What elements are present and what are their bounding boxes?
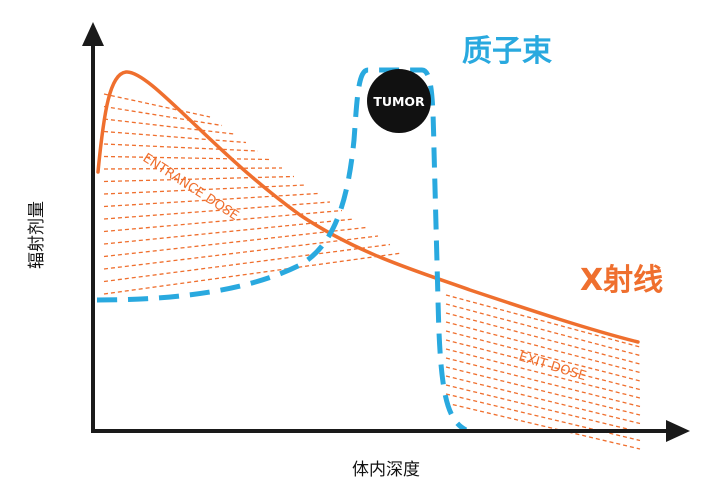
proton-dose-curve bbox=[96, 67, 468, 433]
xray-dose-curve bbox=[96, 70, 640, 344]
entrance-dose-hatching bbox=[103, 93, 403, 295]
hatch-line bbox=[103, 209, 343, 233]
hatch-line bbox=[445, 303, 641, 357]
hatch-line bbox=[445, 330, 641, 382]
hatch-line bbox=[445, 294, 641, 348]
hatch-line bbox=[103, 192, 319, 208]
hatch-line bbox=[445, 321, 641, 374]
hatch-line bbox=[103, 155, 271, 161]
hatch-line bbox=[103, 243, 391, 283]
hatch-line bbox=[103, 235, 379, 270]
xray-label: X射线 bbox=[580, 263, 664, 298]
hatch-line bbox=[445, 384, 641, 433]
hatch-line bbox=[445, 366, 641, 416]
hatch-line bbox=[103, 105, 223, 127]
hatch-line bbox=[445, 375, 641, 425]
hatch-line bbox=[445, 339, 641, 391]
hatch-line bbox=[103, 130, 247, 144]
hatch-line bbox=[445, 348, 641, 399]
proton-beam-label: 质子束 bbox=[462, 34, 552, 69]
hatch-line bbox=[103, 118, 235, 135]
hatch-line bbox=[103, 226, 367, 258]
x-axis-label: 体内深度 bbox=[352, 460, 420, 480]
hatch-line bbox=[103, 93, 211, 118]
hatch-line bbox=[103, 201, 331, 220]
hatch-line bbox=[445, 357, 641, 408]
hatch-line bbox=[445, 402, 641, 450]
hatch-line bbox=[103, 218, 355, 245]
hatch-line bbox=[103, 167, 283, 170]
hatch-line bbox=[103, 184, 307, 195]
hatch-line bbox=[103, 175, 295, 183]
hatch-line bbox=[103, 252, 403, 295]
hatch-line bbox=[103, 143, 259, 152]
tumor-circle bbox=[367, 69, 431, 133]
x-axis-arrow bbox=[666, 420, 690, 442]
y-axis-label: 辐射剂量 bbox=[27, 201, 47, 269]
tumor-label: TUMOR bbox=[373, 94, 425, 109]
hatch-line bbox=[445, 393, 641, 442]
hatch-line bbox=[445, 312, 641, 365]
exit-dose-hatching bbox=[445, 294, 641, 450]
y-axis-arrow bbox=[82, 22, 104, 46]
